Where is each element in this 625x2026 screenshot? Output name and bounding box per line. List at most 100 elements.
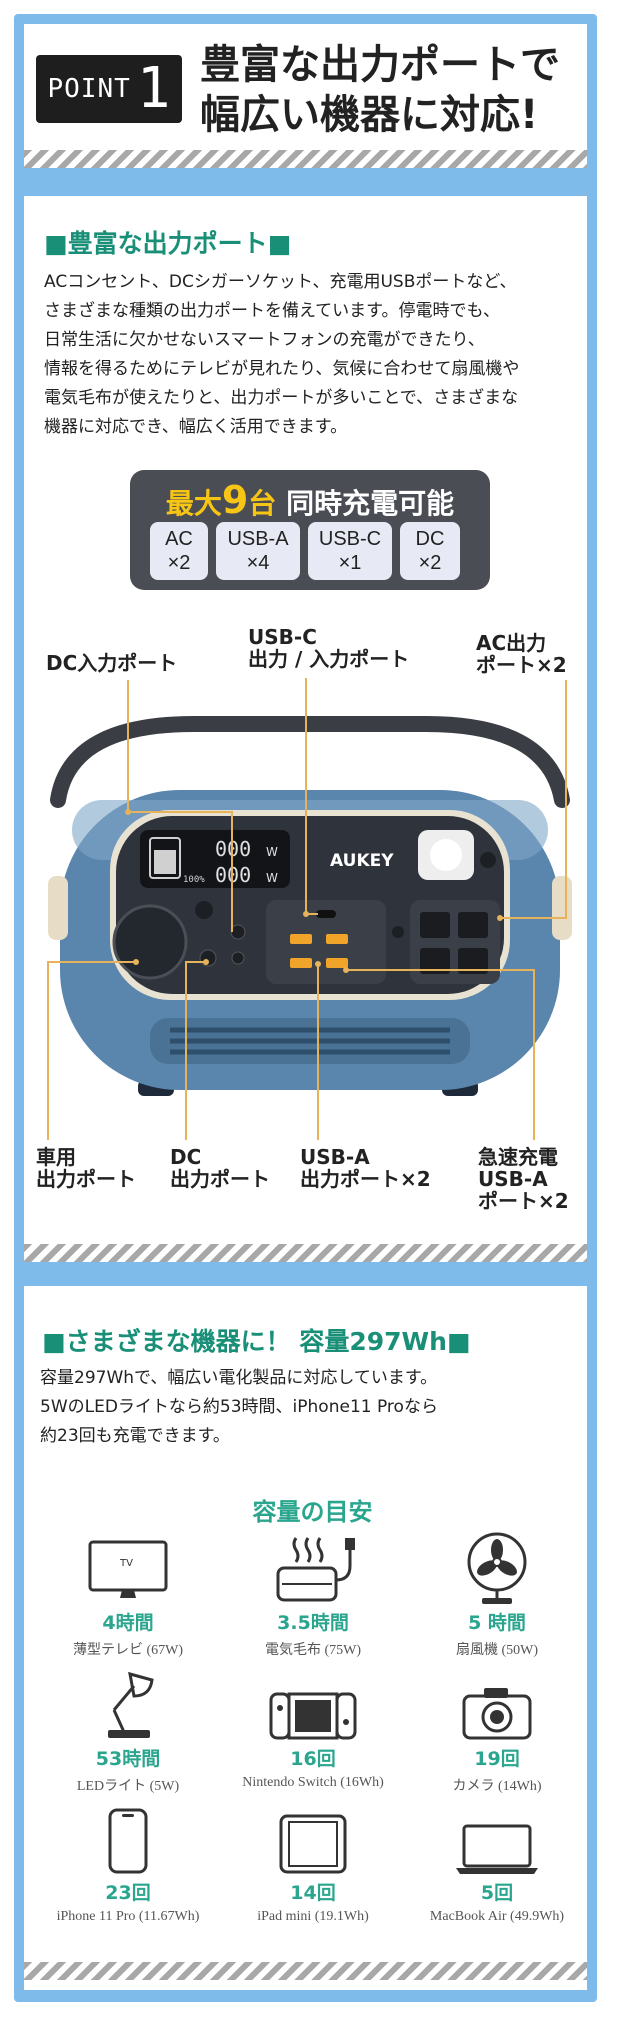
capacity-value: 3.5時間 [277,1612,349,1634]
label-line: ポート×2 [478,1189,569,1213]
capacity-item-led: 53時間 LEDライト (5W) [28,1664,228,1795]
ac-outlet-4 [458,948,488,974]
capacity-item-blanket: 3.5時間 電気毛布 (75W) [213,1528,413,1659]
label-dc-input: DC入力ポート [46,651,178,675]
callout-dot [343,967,349,973]
capacity-value: 5 時間 [468,1612,526,1634]
label-line: DC [170,1145,202,1169]
capacity-value: 4時間 [102,1612,154,1634]
capacity-value: 53時間 [95,1748,161,1770]
panel-title: 最大9台 同時充電可能 [130,478,490,522]
laptop-icon [456,1824,538,1874]
dc-input-port [230,924,246,940]
handle [50,715,570,808]
port-chip-ac: AC ×2 [150,522,208,580]
lcd-output-readout: 000 [215,837,251,861]
callout-dc-output [185,961,206,1140]
ports-desc-line: 情報を得るためにテレビが見れたり、気候に合わせて扇風機や [44,359,520,379]
label-line: USB-A [478,1167,548,1191]
capacity-description: 容量297Whで、幅広い電化製品に対応しています。 5WのLEDライトなら約53… [40,1364,438,1451]
label-usba-output: USB-A 出力ポート×2 [300,1146,431,1190]
battery-fill [154,850,176,874]
panel-prefix: 最大 [165,487,222,520]
callout-car [47,961,136,1140]
point-badge: POINT 1 [36,55,182,123]
point-number: 1 [136,56,171,121]
callout-fast-usba [346,969,535,1140]
headline: 豊富な出力ポートで 幅広い機器に対応! [200,40,560,140]
tablet-icon [279,1814,347,1874]
capacity-value: 14回 [290,1882,336,1904]
callout-dot [497,915,503,921]
capacity-desc-line: 5WのLEDライトなら約53時間、iPhone11 Proなら [40,1397,438,1417]
capacity-value: 5回 [480,1882,514,1904]
capacity-guide-title: 容量の目安 [252,1498,373,1526]
capacity-section-title: ■さまざまな機器に！ 容量297Wh■ [42,1327,471,1356]
simultaneous-charge-panel: 最大9台 同時充電可能 AC ×2 USB-A ×4 USB-C ×1 DC ×… [130,470,490,590]
chip-count: ×2 [167,552,191,574]
power-dial [112,904,188,980]
power-station-illustration: 100% 000 W 000 W AUKEY [47,678,572,1140]
capacity-device: LEDライト (5W) [76,1779,180,1794]
capacity-device: カメラ (14Wh) [452,1779,542,1794]
lcd-output-unit: W [266,845,278,859]
point-label: POINT [47,74,131,104]
port-chip-usba: USB-A ×4 [216,522,300,580]
panel-unit: 台 [248,487,277,520]
label-line: 出力ポート [36,1167,136,1191]
capacity-value: 23回 [105,1882,151,1904]
capacity-item-ipad: 14回 iPad mini (19.1Wh) [213,1798,413,1925]
battery-bar [149,837,181,879]
capacity-desc-line: 約23回も充電できます。 [40,1426,230,1446]
label-line: 車用 [36,1145,76,1169]
port-chip-dc: DC ×2 [400,522,460,580]
panel-number: 9 [221,478,249,522]
label-line: 出力 / 入力ポート [248,647,410,671]
lcd-input-unit: W [266,871,278,885]
capacity-item-switch: 16回 Nintendo Switch (16Wh) [213,1664,413,1791]
smartphone-icon [108,1808,148,1874]
chip-name: USB-A [227,528,289,550]
battery-readout: 100% [183,875,205,885]
capacity-device: iPad mini (19.1Wh) [257,1909,369,1924]
hinge-right [552,876,572,940]
label-car-output: 車用 出力ポート [36,1146,136,1190]
chip-count: ×2 [418,552,442,574]
usb-a-port-3 [290,958,312,968]
desk-lamp-icon [108,1671,154,1738]
capacity-device: MacBook Air (49.9Wh) [429,1909,565,1924]
label-line: USB-C [248,625,317,649]
lcd-display [140,830,290,888]
callout-dot [203,959,209,965]
capacity-item-tv: TV 4時間 薄型テレビ (67W) [28,1528,228,1659]
capacity-value: 16回 [290,1748,336,1770]
ac-outlet-3 [420,948,450,974]
capacity-value: 19回 [474,1748,520,1770]
ports-section-title: ■豊富な出力ポート■ [44,229,292,258]
capacity-device: Nintendo Switch (16Wh) [242,1775,384,1790]
usb-button [392,926,404,938]
ac-outlet-1 [420,912,450,938]
dc-output-port-2 [231,951,245,965]
label-line: ポート×2 [476,653,567,677]
label-usbc: USB-C 出力 / 入力ポート [248,626,409,670]
svg-text:TV: TV [119,1558,133,1569]
callout-dc-input [127,680,233,932]
ports-desc-line: さまざまな種類の出力ポートを備えています。停電時でも、 [44,301,500,321]
lcd-input-readout: 000 [215,863,251,887]
label-line: 出力ポート×2 [300,1167,431,1191]
callout-dot [315,961,321,967]
lamp-button [480,852,496,868]
capacity-item-macbook: 5回 MacBook Air (49.9Wh) [397,1798,597,1925]
capacity-device: 扇風機 (50W) [455,1643,539,1658]
capacity-item-iphone: 23回 iPhone 11 Pro (11.67Wh) [28,1798,228,1925]
label-line: USB-A [300,1145,370,1169]
ac-outlet-2 [458,912,488,938]
callout-dot [125,809,131,815]
capacity-desc-line: 容量297Whで、幅広い電化製品に対応しています。 [40,1368,438,1388]
bottom-stripe-divider [24,1962,587,1980]
label-line: 出力ポート [170,1167,270,1191]
label-dc-output: DC 出力ポート [170,1146,270,1190]
label-line: AC出力 [476,631,547,655]
fan-icon [467,1532,527,1604]
